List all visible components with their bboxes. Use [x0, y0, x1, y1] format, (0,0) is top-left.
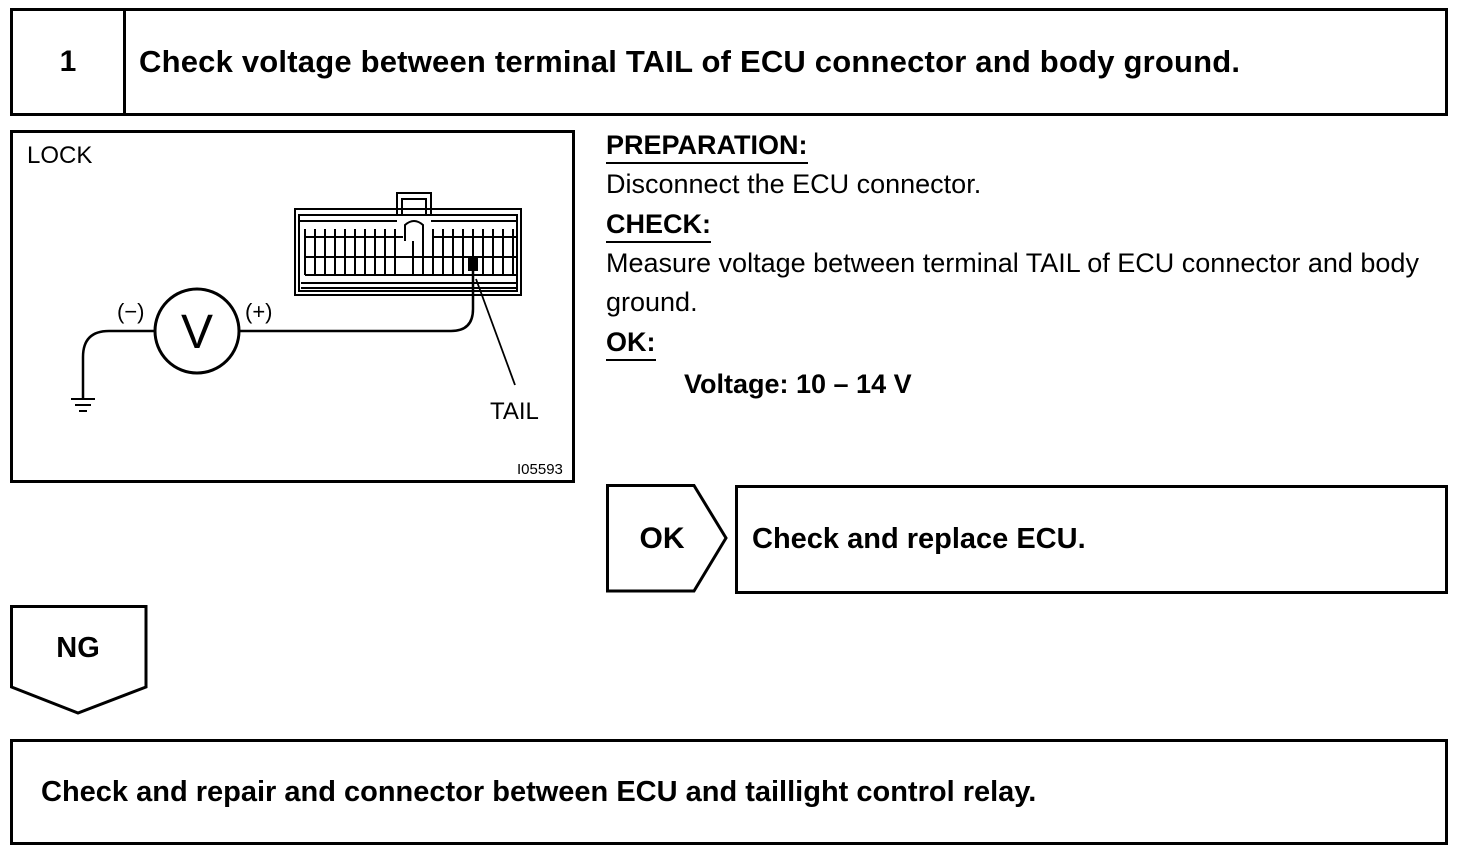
- tail-label: TAIL: [490, 398, 539, 425]
- ground-icon: [71, 398, 95, 412]
- positive-label: (+): [245, 299, 273, 324]
- ng-tag-label: NG: [56, 631, 100, 664]
- ok-result-box: Check and replace ECU.: [735, 485, 1448, 594]
- ok-tag-label: OK: [639, 521, 685, 555]
- preparation-heading: PREPARATION:: [606, 128, 808, 164]
- check-text: Measure voltage between terminal TAIL of…: [606, 248, 1419, 317]
- step-header: 1 Check voltage between terminal TAIL of…: [10, 8, 1448, 116]
- figure-code: I05593: [517, 461, 563, 478]
- voltmeter-icon: [153, 287, 241, 375]
- wiring-illustration: LOCK: [10, 130, 575, 483]
- lock-label: LOCK: [27, 142, 92, 169]
- negative-label: (−): [117, 299, 145, 324]
- instructions-panel: PREPARATION: Disconnect the ECU connecto…: [606, 125, 1466, 404]
- ng-action: Check and repair and connector between E…: [41, 775, 1037, 808]
- negative-lead: [81, 329, 155, 399]
- ng-result-box: Check and repair and connector between E…: [10, 739, 1448, 845]
- down-arrow-tag-icon: [10, 605, 148, 715]
- ok-action: Check and replace ECU.: [752, 523, 1086, 555]
- check-heading: CHECK:: [606, 207, 711, 243]
- ok-value: Voltage: 10 – 14 V: [684, 369, 912, 399]
- ok-tag: OK: [606, 484, 730, 593]
- preparation-text: Disconnect the ECU connector.: [606, 169, 982, 199]
- step-title: Check voltage between terminal TAIL of E…: [139, 44, 1241, 79]
- tail-terminal: [468, 257, 478, 271]
- tail-leader-line: [475, 278, 516, 386]
- step-number: 1: [13, 11, 126, 113]
- ok-heading: OK:: [606, 325, 656, 361]
- connector-diagram: LOCK: [27, 142, 563, 478]
- ecu-connector: [294, 192, 522, 296]
- voltmeter-symbol: V: [181, 306, 213, 359]
- ng-tag: NG: [10, 605, 150, 717]
- positive-lead: [239, 271, 475, 333]
- right-arrow-tag-icon: [606, 484, 728, 593]
